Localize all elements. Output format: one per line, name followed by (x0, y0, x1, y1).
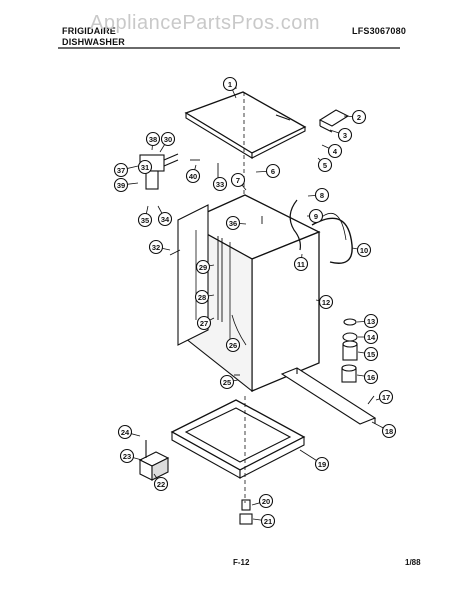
callout-label: 27 (200, 319, 208, 328)
callout-29: 29 (195, 259, 215, 275)
callout-35: 35 (137, 205, 153, 228)
callout-label: 28 (198, 293, 206, 302)
callout-label: 18 (385, 427, 393, 436)
callout-label: 1 (228, 80, 232, 89)
callout-label: 20 (262, 497, 270, 506)
callout-label: 19 (318, 460, 326, 469)
callout-12: 12 (315, 294, 334, 310)
callout-layer: 1234567891011121314151617181920212223242… (113, 76, 397, 529)
callout-label: 4 (333, 147, 338, 156)
callout-label: 34 (161, 215, 170, 224)
callout-4: 4 (321, 143, 343, 159)
callout-3: 3 (329, 127, 353, 143)
callout-16: 16 (356, 369, 379, 385)
callout-31: 31 (137, 159, 153, 175)
trim-bar-drawing (280, 367, 377, 425)
watermark: AppliancePartsPros.com (90, 12, 320, 34)
terminal-block-drawing (138, 440, 170, 481)
callout-11: 11 (293, 253, 309, 272)
callout-label: 30 (164, 135, 172, 144)
callout-6: 6 (255, 163, 281, 179)
callout-label: 26 (229, 341, 237, 350)
callout-label: 17 (382, 393, 390, 402)
callout-17: 17 (375, 389, 394, 405)
callout-33: 33 (212, 176, 228, 192)
callout-label: 35 (141, 216, 149, 225)
callout-label: 36 (229, 219, 237, 228)
callout-label: 24 (121, 428, 130, 437)
pump-parts-drawing (341, 318, 358, 383)
base-frame-drawing (170, 399, 306, 479)
callout-38: 38 (145, 131, 161, 151)
callout-36: 36 (225, 215, 247, 231)
callout-21: 21 (252, 513, 276, 529)
product-label: DISHWASHER (62, 37, 126, 47)
callout-32: 32 (148, 239, 171, 255)
callout-14: 14 (358, 329, 379, 345)
callout-label: 6 (271, 167, 275, 176)
top-cover-drawing (184, 91, 307, 159)
callout-28: 28 (194, 289, 215, 305)
callout-label: 2 (357, 113, 361, 122)
callout-39: 39 (113, 177, 139, 193)
brand-label: FRIGIDAIRE (62, 26, 117, 36)
callout-27: 27 (196, 315, 215, 331)
callout-label: 14 (367, 333, 376, 342)
callout-label: 37 (117, 166, 125, 175)
callout-10: 10 (351, 242, 372, 258)
callout-25: 25 (219, 374, 239, 390)
callout-label: 29 (199, 263, 207, 272)
callout-7: 7 (230, 172, 247, 191)
callout-label: 32 (152, 243, 160, 252)
callout-label: 11 (297, 260, 305, 269)
callout-label: 22 (157, 480, 165, 489)
callout-34: 34 (157, 205, 173, 227)
callout-label: 16 (367, 373, 375, 382)
callout-label: 5 (323, 161, 327, 170)
callout-15: 15 (357, 346, 379, 362)
callout-label: 39 (117, 181, 125, 190)
callout-label: 25 (223, 378, 231, 387)
callout-37: 37 (113, 162, 139, 178)
callout-9: 9 (307, 208, 324, 224)
callout-40: 40 (185, 164, 201, 184)
callout-label: 12 (322, 298, 330, 307)
cabinet-drawing (177, 194, 321, 393)
model-number: LFS3067080 (352, 26, 407, 36)
callout-30: 30 (159, 131, 176, 153)
callout-24: 24 (117, 424, 141, 440)
callout-label: 33 (216, 180, 224, 189)
callout-label: 9 (314, 212, 318, 221)
callout-5: 5 (317, 157, 333, 173)
callout-8: 8 (307, 187, 330, 203)
callout-13: 13 (356, 313, 379, 329)
callout-23: 23 (119, 448, 143, 464)
callout-20: 20 (251, 493, 274, 509)
callout-label: 15 (367, 350, 375, 359)
callout-26: 26 (225, 337, 241, 353)
callout-label: 10 (360, 246, 368, 255)
callout-label: 3 (343, 131, 347, 140)
leveler-drawing (239, 499, 253, 525)
callout-22: 22 (153, 473, 169, 492)
callout-label: 7 (236, 176, 240, 185)
callout-label: 8 (320, 191, 324, 200)
callout-2: 2 (343, 109, 367, 125)
page-number: F-12 (233, 558, 250, 567)
callout-label: 13 (367, 317, 375, 326)
callout-label: 31 (141, 163, 149, 172)
callout-1: 1 (222, 76, 238, 99)
callout-18: 18 (371, 421, 397, 439)
callout-label: 23 (123, 452, 131, 461)
callout-label: 21 (264, 517, 272, 526)
revision-date: 1/88 (405, 558, 421, 567)
callout-label: 40 (189, 172, 197, 181)
callout-label: 38 (149, 135, 157, 144)
callout-19: 19 (299, 449, 330, 472)
